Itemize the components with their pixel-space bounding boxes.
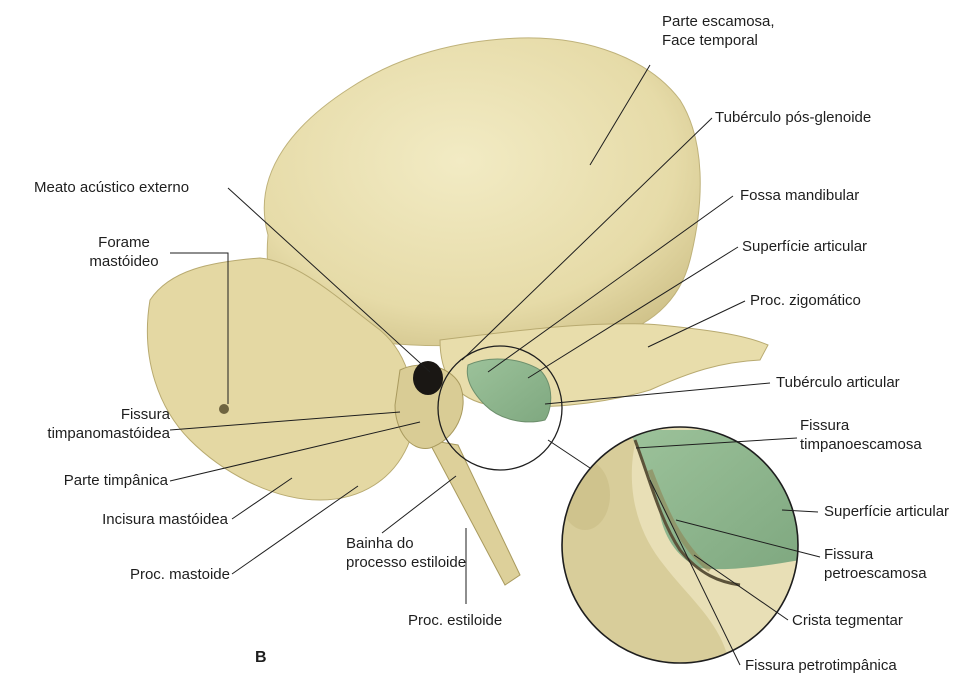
articular-surface-shape bbox=[467, 359, 550, 422]
leader-proc-mastoide bbox=[232, 486, 358, 574]
label-tuberculo-pos-glenoide: Tubérculo pós-glenoide bbox=[715, 108, 871, 127]
figure-letter: B bbox=[255, 648, 267, 667]
label-proc-mastoide: Proc. mastoide bbox=[60, 565, 230, 584]
label-crista-tegmentar: Crista tegmentar bbox=[792, 611, 903, 630]
inset-connector-line bbox=[548, 440, 590, 468]
leader-bainha bbox=[382, 476, 456, 533]
label-tuberculo-articular: Tubérculo articular bbox=[776, 373, 900, 392]
external-acoustic-meatus-shape bbox=[413, 361, 443, 395]
label-meato-acustico-externo: Meato acústico externo bbox=[34, 178, 189, 197]
label-parte-timpanica: Parte timpânica bbox=[30, 471, 168, 490]
label-fossa-mandibular: Fossa mandibular bbox=[740, 186, 859, 205]
label-fissura-petrotimpanica: Fissura petrotimpânica bbox=[745, 656, 897, 675]
mastoid-foramen-shape bbox=[219, 404, 229, 414]
label-superficie-articular-inset: Superfície articular bbox=[824, 502, 949, 521]
label-proc-estiloide: Proc. estiloide bbox=[408, 611, 502, 630]
label-proc-zigomatico: Proc. zigomático bbox=[750, 291, 861, 310]
label-incisura-mastoidea: Incisura mastóidea bbox=[50, 510, 228, 529]
label-superficie-articular: Superfície articular bbox=[742, 237, 867, 256]
label-parte-escamosa: Parte escamosa,Face temporal bbox=[662, 12, 775, 50]
